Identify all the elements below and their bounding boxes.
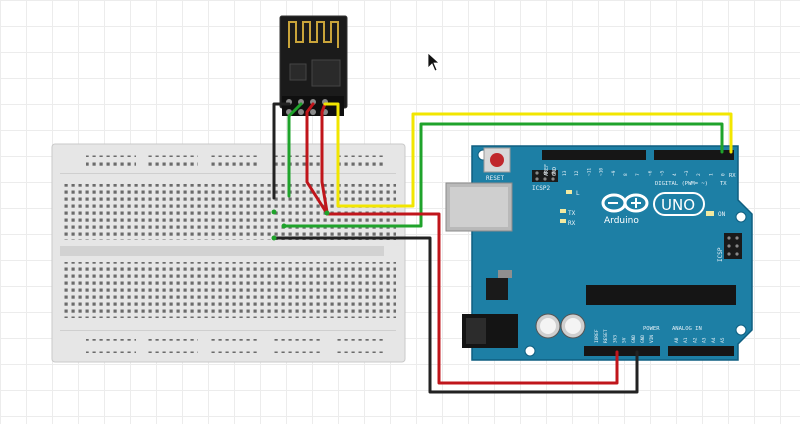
wire-green-en[interactable] xyxy=(287,102,303,198)
analog-pin-label-3: A3 xyxy=(702,337,708,343)
brand-label: Arduino xyxy=(604,216,639,226)
digital-pin-label-8: ~5 xyxy=(660,170,666,176)
analog-label: ANALOG IN xyxy=(672,326,702,332)
digital-pin-label-13: 0 xyxy=(721,173,727,176)
power-pin-label-0: IOREF xyxy=(594,329,600,343)
flash-chip xyxy=(289,63,307,81)
digital-pin-label-2: ~11 xyxy=(586,168,592,176)
digital-pin-label-5: 8 xyxy=(623,173,629,176)
arduino-logo xyxy=(601,193,649,213)
esp01-module xyxy=(279,15,348,116)
digital-pin-label-12: 1 xyxy=(708,173,714,176)
digital-pin-label-1: 12 xyxy=(574,170,580,176)
wire-yellow-tx[interactable] xyxy=(323,102,733,208)
icsp-label: ICSP xyxy=(717,247,724,262)
analog-pin-label-1: A1 xyxy=(683,337,689,343)
icsp2-header: ICSP2 xyxy=(532,170,558,192)
digital-pin-label-10: ~3 xyxy=(684,170,690,176)
rx-led xyxy=(560,219,566,223)
power-pin-label-3: 5V xyxy=(622,337,628,343)
tx-led xyxy=(560,209,566,213)
tx-pin-label: TX xyxy=(720,181,727,187)
wires xyxy=(271,102,733,394)
mounting-hole xyxy=(735,324,747,336)
breadboard-bottom-rails xyxy=(86,339,384,353)
digital-header-lower xyxy=(654,150,734,160)
power-pin-label-1: RESET xyxy=(603,329,609,343)
model-badge xyxy=(653,192,705,216)
on-label: ON xyxy=(718,211,726,218)
digital-pin-label-0: 13 xyxy=(562,170,568,176)
rx-pin-label: RX xyxy=(729,173,736,179)
power-label: POWER xyxy=(643,326,660,332)
wire-green-rx[interactable] xyxy=(282,122,724,228)
reset-label: RESET xyxy=(486,175,504,182)
digital-pin-label-3: ~10 xyxy=(599,168,605,176)
analog-pin-label-5: A5 xyxy=(720,337,726,343)
digital-pin-label-11: 2 xyxy=(696,173,702,176)
breadboard xyxy=(51,143,406,363)
voltage-regulator xyxy=(486,278,508,300)
aref-label: AREF xyxy=(544,164,550,176)
analog-pin-label-4: A4 xyxy=(711,337,717,343)
power-pin-label-5: GND xyxy=(640,335,646,343)
gnd-label-top: GND xyxy=(552,167,558,176)
digital-pin-labels: 13 12 ~11 ~10 ~9 8 7 ~6 ~5 4 ~3 2 1 0 xyxy=(562,168,727,176)
breadboard-lower-strip xyxy=(62,262,396,318)
capacitor-1 xyxy=(535,313,561,339)
analog-header xyxy=(668,346,734,356)
power-header xyxy=(584,346,660,356)
digital-pin-label-4: ~9 xyxy=(611,170,617,176)
wire-red-vcc-2[interactable] xyxy=(320,102,329,214)
digital-pin-label-6: 7 xyxy=(635,173,641,176)
digital-label: DIGITAL (PWM= ~) xyxy=(655,181,708,187)
wire-black-gnd[interactable] xyxy=(272,102,291,200)
icsp2-label: ICSP2 xyxy=(532,185,550,192)
esp-chip xyxy=(311,59,341,87)
wire-black-gnd-arduino[interactable] xyxy=(272,236,639,394)
power-pin-label-4: GND xyxy=(631,335,637,343)
digital-pin-label-9: 4 xyxy=(672,173,678,176)
power-pin-label-2: 3V3 xyxy=(612,335,618,343)
l-label: L xyxy=(576,190,580,197)
model-label: UNO xyxy=(661,196,695,214)
mounting-hole xyxy=(735,211,747,223)
l-led xyxy=(566,190,572,194)
antenna-trace xyxy=(288,21,339,48)
capacitor-2 xyxy=(560,313,586,339)
icsp-header: ICSP xyxy=(717,233,742,262)
analog-pin-label-0: A0 xyxy=(674,337,680,343)
breadboard-center-channel xyxy=(60,246,384,256)
microcontroller-chip xyxy=(586,285,736,305)
tx-label: TX xyxy=(568,210,576,217)
wire-red-3v3[interactable] xyxy=(325,212,619,385)
breadboard-top-rails xyxy=(86,152,384,166)
power-pin-label-6: VIN xyxy=(649,335,655,343)
digital-pin-label-7: ~6 xyxy=(647,170,653,176)
mouse-cursor xyxy=(427,52,441,72)
wire-red-vcc[interactable] xyxy=(305,102,328,214)
digital-header-upper xyxy=(542,150,646,160)
on-led xyxy=(706,211,714,216)
rx-label: RX xyxy=(568,220,576,227)
arduino-uno-board: RESET ICSP2 13 12 ~11 ~10 ~9 8 7 ~6 ~5 4 ~3 2 1 0 DIG… xyxy=(445,145,753,361)
breadboard-upper-strip xyxy=(62,184,396,240)
mounting-hole xyxy=(524,345,536,357)
analog-pin-label-2: A2 xyxy=(692,337,698,343)
